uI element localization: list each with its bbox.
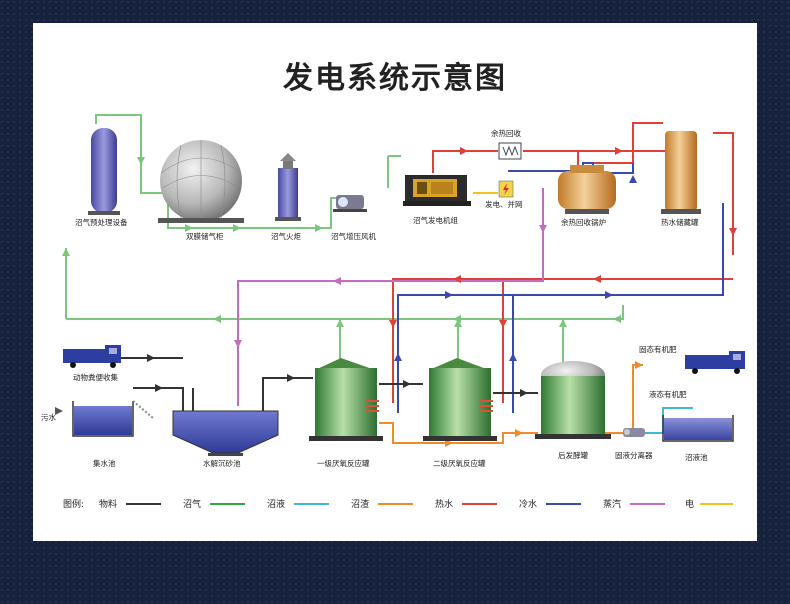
diagram-title: 发电系统示意图	[283, 61, 507, 96]
anaerobic-reactor-2	[423, 358, 497, 441]
fertilizer-truck	[685, 351, 745, 374]
legend: 图例: 物料 沼气 沼液 沼渣 热水 冷水 蒸汽 电	[63, 498, 733, 510]
blower	[333, 195, 367, 212]
label-liquid-fert: 液态有机肥	[649, 389, 687, 399]
anaerobic-reactor-1	[309, 358, 383, 441]
generator-set	[403, 175, 471, 206]
label-flare: 沼气火炬	[271, 231, 301, 241]
flare-stack	[275, 153, 301, 221]
label-manure-truck: 动物粪便收集	[73, 372, 118, 382]
manure-truck	[63, 345, 121, 368]
label-reactor2: 二级厌氧反应罐	[433, 458, 486, 468]
label-hot-tank: 热水储藏罐	[661, 217, 699, 227]
hot-water-tank	[661, 131, 701, 214]
gas-holder	[158, 140, 244, 223]
legend-label: 沼气	[183, 498, 201, 510]
hydrolysis-tank	[172, 410, 279, 456]
label-slurry-pool: 沼液池	[685, 452, 708, 462]
legend-label: 蒸汽	[603, 498, 621, 510]
legend-label: 热水	[435, 498, 453, 510]
label-genset: 沼气发电机组	[413, 215, 458, 225]
process-diagram: 沼气预处理设备 双膜储气柜 沼气火炬 沼气增压风机 沼气发电机组 余热回收 发电…	[41, 114, 745, 510]
legend-label: 电	[685, 498, 694, 510]
legend-label: 沼液	[267, 498, 285, 510]
solid-liquid-separator	[623, 428, 645, 437]
label-pretreat: 沼气预处理设备	[75, 217, 128, 227]
diagram-panel: 发电系统示意图	[33, 23, 757, 541]
label-holder: 双膜储气柜	[186, 231, 224, 241]
label-solid-fert: 固态有机肥	[639, 344, 677, 354]
label-boiler: 余热回收锅炉	[561, 217, 606, 227]
waste-heat-boiler	[558, 165, 616, 214]
label-power-out: 发电、并网	[485, 199, 523, 209]
label-wastewater: 污水	[41, 412, 56, 422]
label-hydrolysis: 水解沉砂池	[203, 458, 241, 468]
label-collect-pool: 集水池	[93, 458, 116, 468]
label-heat-recovery: 余热回收	[491, 128, 521, 138]
pretreatment-vessel	[88, 128, 120, 215]
label-reactor1: 一级厌氧反应罐	[317, 458, 370, 468]
slurry-pool	[662, 415, 734, 442]
label-blower: 沼气增压风机	[331, 231, 376, 241]
heat-exchanger	[498, 142, 522, 160]
label-separator: 固液分离器	[615, 450, 653, 460]
legend-label: 沼渣	[351, 498, 369, 510]
legend-label: 物料	[99, 498, 117, 510]
label-post-tank: 后发酵罐	[558, 450, 588, 460]
collection-pool	[72, 400, 154, 437]
legend-title: 图例:	[63, 498, 84, 510]
legend-label: 冷水	[519, 498, 537, 510]
post-fermentation-tank	[535, 361, 611, 439]
power-icon	[498, 180, 514, 198]
